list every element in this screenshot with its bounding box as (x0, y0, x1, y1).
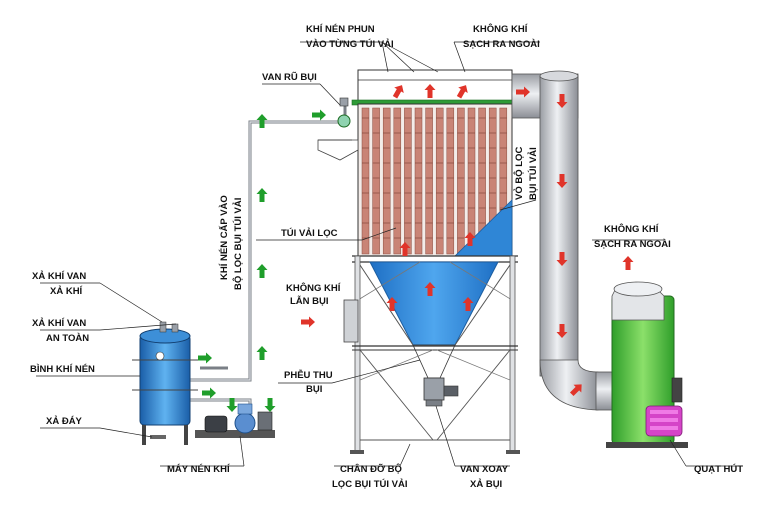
label-khi-nen-phun: KHÍ NÉN PHUN (306, 24, 375, 35)
label-binh-khi-nen: BÌNH KHÍ NÉN (30, 364, 95, 375)
compressed-air-arrow (256, 346, 268, 360)
label-khi-nen-cap-vao: KHÍ NÉN CẤP VÀO (219, 195, 230, 280)
filter-bag (414, 107, 423, 255)
label-sach-ra-ngoai-top: SẠCH RA NGOÀI (463, 39, 540, 50)
compressed-air-arrow (264, 398, 276, 412)
air-flow-arrow (424, 282, 436, 296)
label-bui: BỤI (306, 384, 322, 395)
filter-bag (425, 107, 433, 255)
air-compressor (195, 403, 275, 438)
compressed-air-arrow (312, 109, 326, 121)
label-chan-do-bo: CHÂN ĐỠ BỘ (340, 463, 402, 475)
label-pheu-thu: PHỄU THU (284, 369, 333, 381)
filter-bag (435, 107, 444, 255)
label-xa-day: XẢ ĐÁY (46, 415, 83, 427)
label-quat-hut: QUẠT HÚT (694, 463, 743, 475)
flow-arrows (198, 84, 634, 412)
labels: KHÍ NÉN PHUN VÀO TỪNG TÚI VẢI KHÔNG KHÍ … (30, 23, 743, 490)
filter-bag (382, 107, 391, 255)
compressed-air-arrow (256, 264, 268, 278)
label-khong-khi-top: KHÔNG KHÍ (473, 23, 528, 35)
air-flow-arrow (424, 84, 436, 98)
air-flow-arrow (569, 384, 582, 397)
label-bo-loc-bui-tui-vai: BỘ LỌC BỤI TÚI VẢI (232, 198, 244, 290)
label-xa-bui: XẢ BỤI (470, 478, 502, 490)
label-vao-tung-tui-vai: VÀO TỪNG TÚI VẢI (306, 38, 394, 50)
filter-bags (361, 107, 508, 255)
air-flow-arrow (556, 252, 568, 266)
label-van-xoay: VAN XOAY (460, 464, 509, 475)
filter-bag (372, 107, 380, 255)
filter-bag (404, 107, 412, 255)
label-khong-khi-lan-bui-1: KHÔNG KHÍ (286, 282, 341, 294)
rotary-valve (423, 377, 459, 407)
filter-bag (393, 107, 402, 255)
label-xa-khi-van: XẢ KHÍ VAN (32, 270, 86, 282)
label-sach-ra-ngoai-right: SẠCH RA NGOÀI (594, 239, 671, 250)
air-flow-arrow (301, 316, 315, 328)
compressed-air-arrow (256, 188, 268, 202)
label-khong-khi-lan-bui-2: LẪN BỤI (290, 295, 329, 307)
air-flow-arrow (456, 85, 468, 99)
air-flow-arrow (556, 324, 568, 338)
label-may-nen-khi: MÁY NÉN KHÍ (167, 464, 230, 475)
air-flow-arrow (462, 297, 474, 311)
label-xa-khi-van-2: XẢ KHÍ VAN (32, 317, 86, 329)
compressed-air-arrow (202, 387, 216, 399)
filter-bag (457, 107, 465, 255)
pulse-valve (337, 97, 351, 128)
air-flow-arrow (464, 232, 476, 246)
clean-air-duct (511, 70, 619, 411)
compressed-air-arrow (256, 114, 268, 128)
air-flow-arrow (386, 297, 398, 311)
label-an-toan: AN TOÀN (46, 333, 89, 344)
label-tui-vai-loc: TÚI VẢI LỌC (281, 227, 338, 239)
label-van-ru-bui: VAN RŨ BỤI (262, 72, 317, 83)
filter-housing (317, 69, 520, 454)
suction-fan (606, 281, 688, 448)
label-bui-tui-vai: BỤI TÚI VẢI (527, 147, 539, 200)
air-flow-arrow (399, 242, 411, 256)
air-flow-arrow (516, 86, 530, 98)
filter-bag (467, 107, 476, 255)
filter-bag (446, 107, 455, 255)
air-flow-arrow (556, 174, 568, 188)
air-receiver-tank (132, 321, 198, 445)
compressed-air-arrow (198, 352, 212, 364)
label-xa-khi: XẢ KHÍ (50, 285, 83, 297)
leader-lines (36, 41, 740, 467)
filter-bag (361, 107, 370, 255)
air-flow-arrow (622, 256, 634, 270)
compressed-air-arrow (226, 398, 238, 412)
label-loc-bui-tui-vai: LỌC BỤI TÚI VẢI (332, 478, 407, 490)
air-flow-arrow (392, 85, 404, 99)
air-flow-arrow (556, 94, 568, 108)
label-vo-bo-loc: VỎ BỘ LỌC (513, 147, 525, 200)
label-khong-khi-right: KHÔNG KHÍ (604, 223, 659, 235)
